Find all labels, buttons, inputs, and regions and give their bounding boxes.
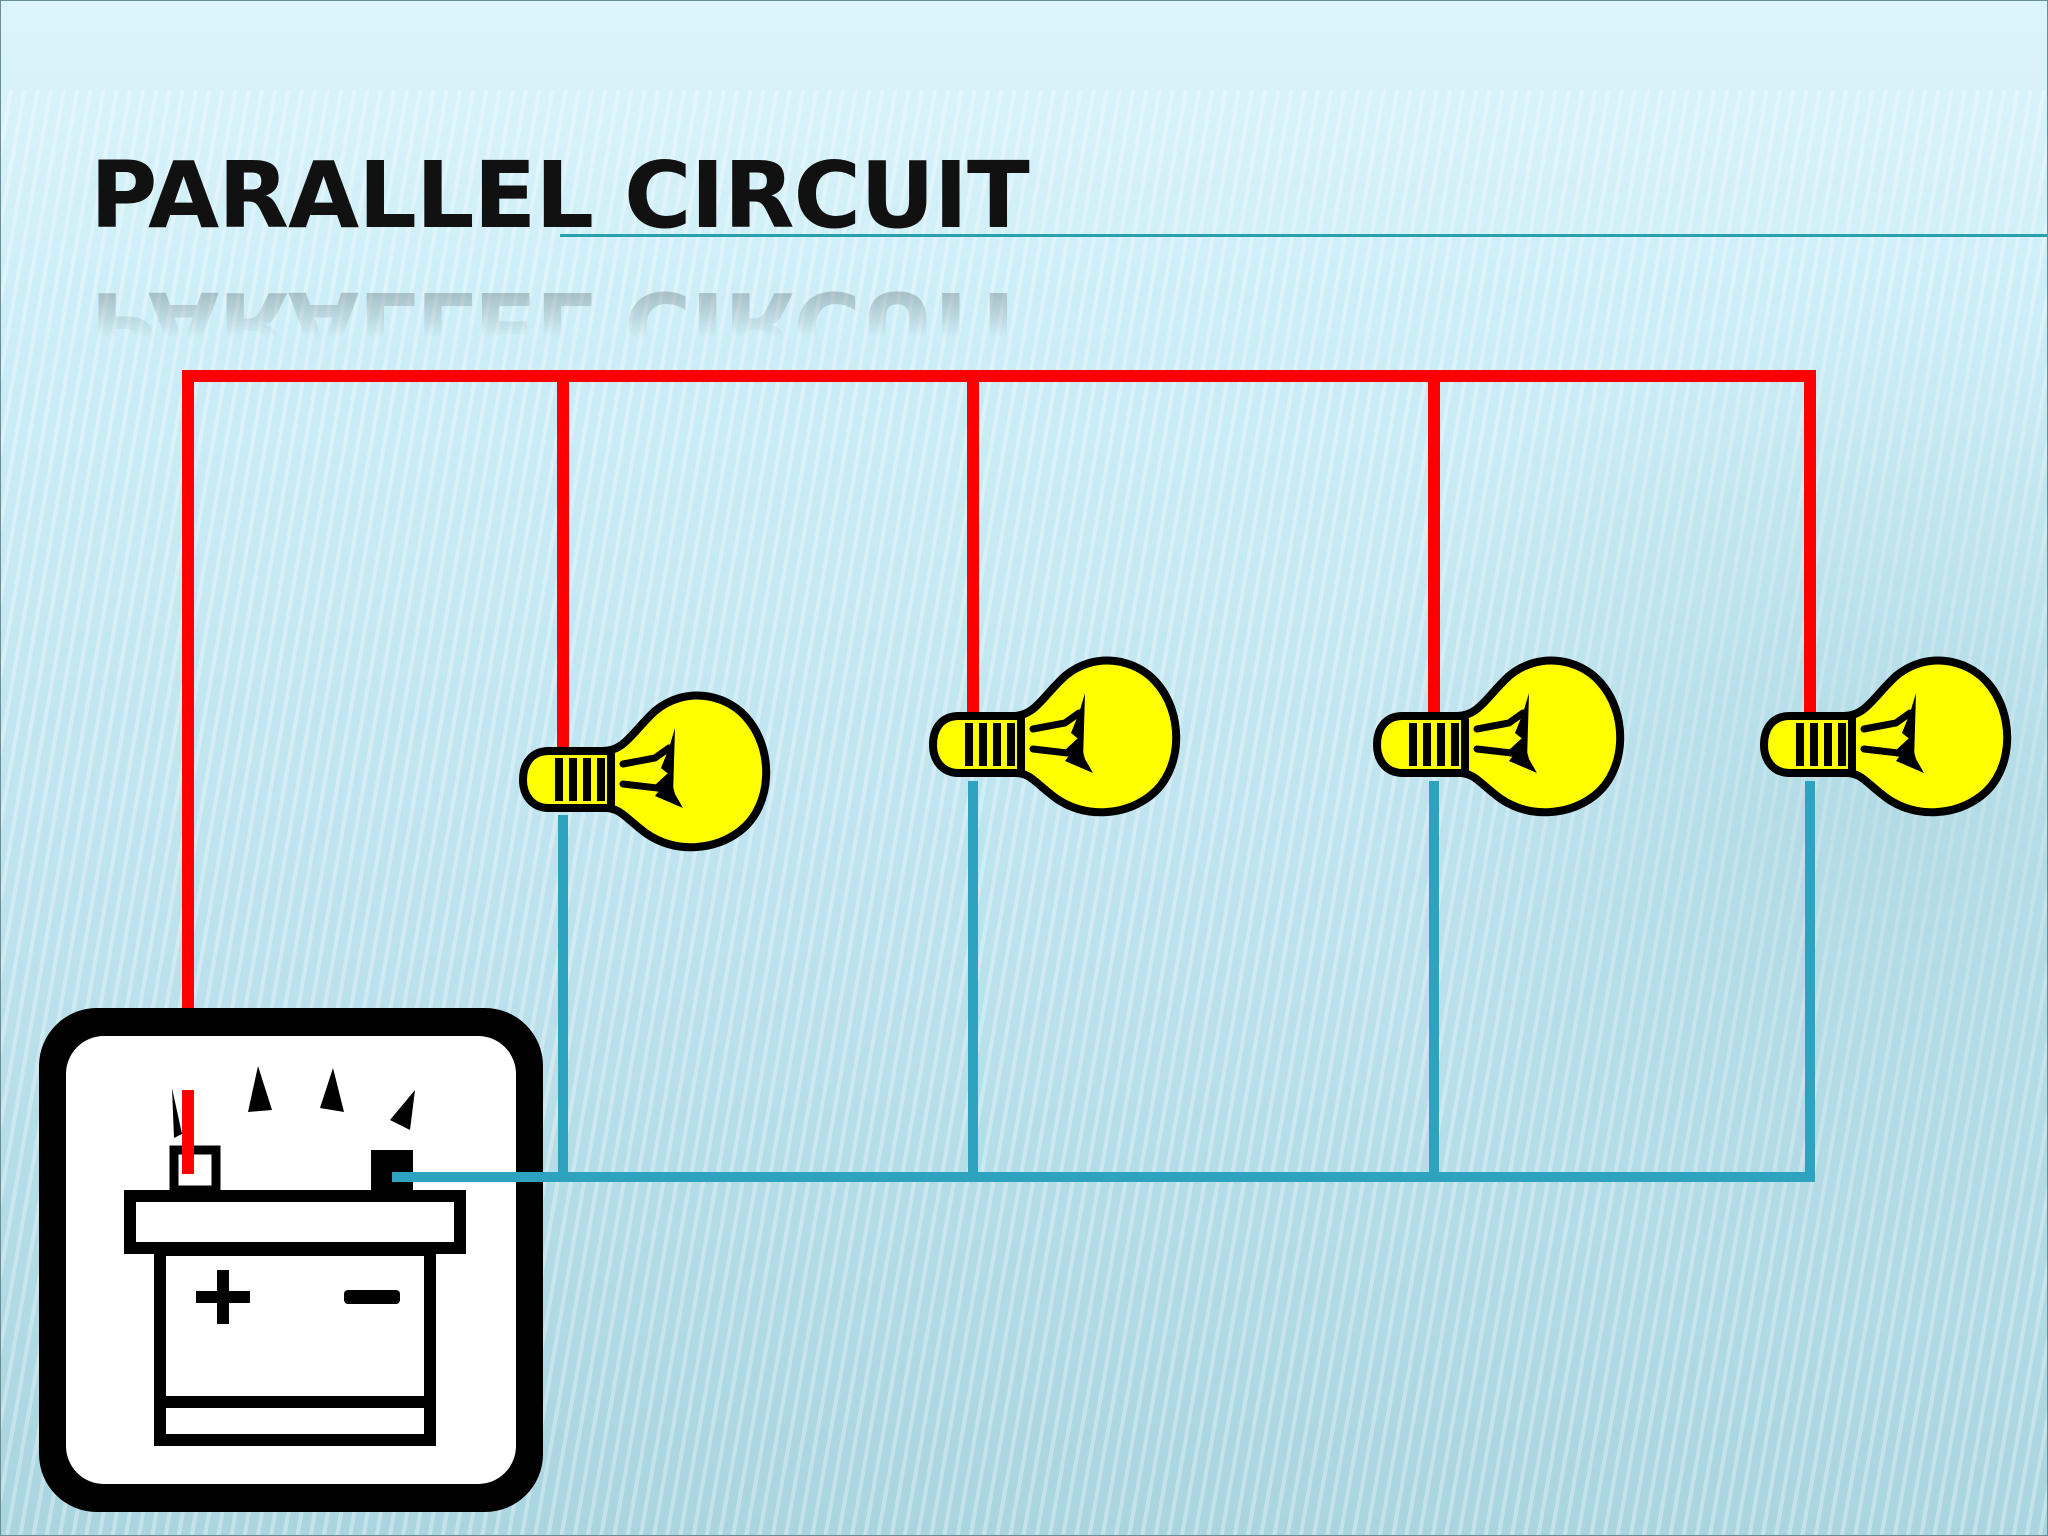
bulb-3 (1377, 661, 1620, 813)
battery-positive-symbol (196, 1270, 250, 1324)
slide-title: PARALLEL CIRCUIT (90, 142, 1030, 249)
light-bulb-icon (1377, 661, 1620, 813)
battery-negative-symbol (344, 1290, 400, 1304)
title-rule (560, 234, 2048, 237)
light-bulb-icon (1764, 661, 2007, 813)
car-battery-icon (39, 1008, 543, 1512)
negative-wires (387, 781, 1815, 1182)
battery (39, 1008, 545, 1512)
bulb-4 (1764, 661, 2007, 813)
